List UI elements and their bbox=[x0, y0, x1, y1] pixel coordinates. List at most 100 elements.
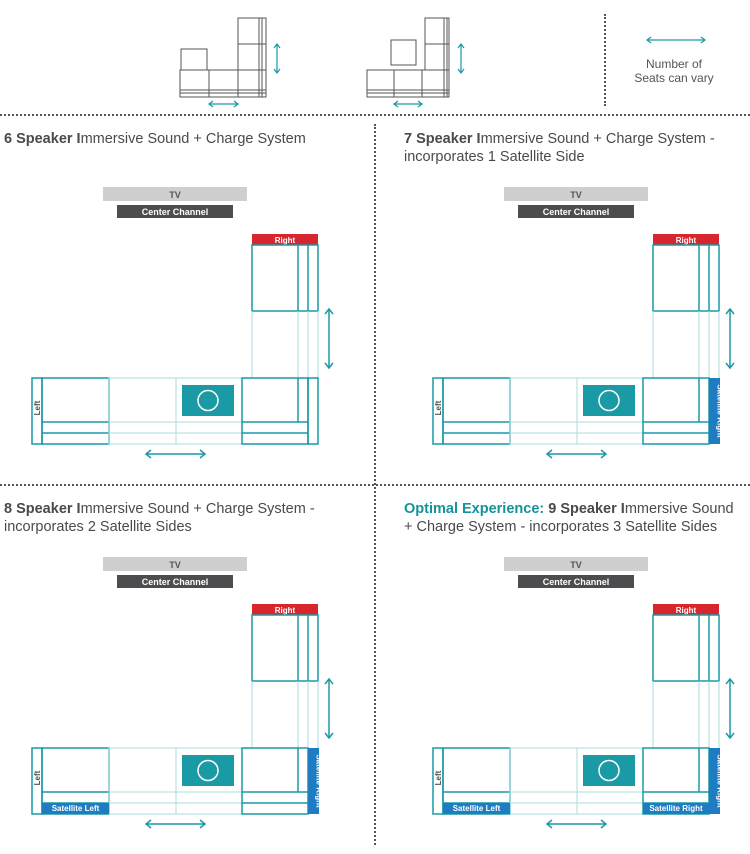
title-rest: mmersive Sound + Charge System - incorpo… bbox=[404, 501, 734, 535]
arrow-head bbox=[144, 819, 152, 829]
panel-title: 6 Speaker Immersive Sound + Charge Syste… bbox=[4, 130, 364, 148]
right-chaise-seat bbox=[652, 244, 720, 312]
divider-vertical bbox=[374, 124, 376, 845]
title-prefix: Optimal Experience: bbox=[404, 501, 545, 517]
satellite-right-bottom-label: Satellite Right bbox=[649, 804, 703, 813]
arrow-head bbox=[725, 732, 735, 740]
center-channel-speaker bbox=[117, 575, 233, 588]
title-bold: 6 Speaker I bbox=[4, 131, 81, 147]
seat-arrow-horizontal bbox=[545, 819, 608, 829]
tv-bar bbox=[103, 557, 247, 571]
right-speaker-label: Right bbox=[275, 606, 296, 615]
legend-caption-line2: Seats can vary bbox=[634, 71, 714, 85]
center-channel-speaker bbox=[518, 205, 634, 218]
title-bold: 8 Speaker I bbox=[4, 501, 81, 517]
panel-6-speaker: 6 Speaker Immersive Sound + Charge Syste… bbox=[0, 116, 375, 484]
tv-label: TV bbox=[169, 560, 181, 570]
satellite-left-speaker bbox=[42, 803, 109, 814]
legend-caption: Number of Seats can vary bbox=[620, 57, 728, 85]
arrow-head bbox=[725, 362, 735, 370]
satellite-right-label: Satellite Right bbox=[716, 754, 725, 808]
tv-label: TV bbox=[169, 190, 181, 200]
title-bold: 9 Speaker I bbox=[544, 501, 625, 517]
subwoofer-circle bbox=[598, 759, 620, 782]
arrow-head bbox=[324, 732, 334, 740]
panel-title: 7 Speaker Immersive Sound + Charge Syste… bbox=[404, 130, 744, 166]
right-speaker bbox=[653, 604, 719, 615]
center-channel-speaker bbox=[518, 575, 634, 588]
panel-title: Optimal Experience: 9 Speaker Immersive … bbox=[404, 500, 744, 536]
center-channel-label: Center Channel bbox=[142, 207, 209, 217]
seat-arrow-v-2 bbox=[457, 43, 465, 74]
subwoofer bbox=[182, 385, 234, 416]
subwoofer bbox=[583, 755, 635, 786]
satellite-left-speaker bbox=[443, 803, 510, 814]
right-speaker-label: Right bbox=[275, 236, 296, 245]
arrow-head bbox=[545, 819, 553, 829]
seat-arrow-horizontal bbox=[144, 449, 207, 459]
left-seat bbox=[442, 377, 511, 445]
title-bold: 7 Speaker I bbox=[404, 131, 481, 147]
arrow-head bbox=[324, 677, 334, 685]
right-chaise-seat bbox=[652, 614, 720, 682]
right-speaker-label: Right bbox=[676, 236, 697, 245]
seat-arrow-vertical bbox=[725, 677, 735, 740]
arrow-head bbox=[600, 449, 608, 459]
right-speaker bbox=[252, 234, 318, 245]
panel-9-speaker: Optimal Experience: 9 Speaker Immersive … bbox=[375, 486, 750, 854]
tv-bar bbox=[504, 187, 648, 201]
left-speaker-label: Left bbox=[434, 770, 443, 785]
tv-label: TV bbox=[570, 190, 582, 200]
satellite-right-label: Satellite Right bbox=[716, 384, 725, 438]
right-chaise-seat bbox=[251, 244, 319, 312]
arrow-head bbox=[545, 449, 553, 459]
legend-arrow bbox=[646, 36, 706, 44]
subwoofer bbox=[583, 385, 635, 416]
right-speaker-label: Right bbox=[676, 606, 697, 615]
center-channel-label: Center Channel bbox=[543, 207, 610, 217]
right-speaker bbox=[252, 604, 318, 615]
right-chaise-seat bbox=[251, 614, 319, 682]
divider-top bbox=[0, 114, 750, 116]
center-channel-label: Center Channel bbox=[543, 577, 610, 587]
seat-arrow-vertical bbox=[725, 307, 735, 370]
panel-8-speaker: 8 Speaker Immersive Sound + Charge Syste… bbox=[0, 486, 375, 854]
satellite-right-speaker bbox=[308, 748, 319, 814]
seat-arrow-horizontal bbox=[144, 819, 207, 829]
panel-7-speaker: 7 Speaker Immersive Sound + Charge Syste… bbox=[375, 116, 750, 484]
sectional-sketch-1 bbox=[179, 17, 267, 98]
panel-title: 8 Speaker Immersive Sound + Charge Syste… bbox=[4, 500, 364, 536]
title-rest: mmersive Sound + Charge System - incorpo… bbox=[404, 131, 715, 165]
subwoofer bbox=[182, 755, 234, 786]
seat-arrow-h-1 bbox=[208, 100, 239, 108]
legend-caption-line1: Number of bbox=[645, 57, 703, 71]
left-speaker-label: Left bbox=[33, 400, 42, 415]
sectional-sketch-2 bbox=[366, 17, 450, 98]
title-rest: mmersive Sound + Charge System bbox=[80, 131, 306, 147]
center-channel-label: Center Channel bbox=[142, 577, 209, 587]
satellite-right-label: Satellite Right bbox=[315, 754, 324, 808]
reference-sketches bbox=[179, 17, 706, 108]
arrow-head bbox=[324, 307, 334, 315]
subwoofer-circle bbox=[197, 759, 219, 782]
tv-label: TV bbox=[570, 560, 582, 570]
title-rest: mmersive Sound + Charge System - incorpo… bbox=[4, 501, 315, 535]
satellite-right-speaker bbox=[709, 378, 720, 444]
seat-arrow-vertical bbox=[324, 677, 334, 740]
seat-arrow-vertical bbox=[324, 307, 334, 370]
arrow-head bbox=[199, 449, 207, 459]
left-speaker-label: Left bbox=[33, 770, 42, 785]
arrow-head bbox=[600, 819, 608, 829]
center-channel-speaker bbox=[117, 205, 233, 218]
legend-divider bbox=[604, 14, 606, 106]
satellite-right-bottom-speaker bbox=[643, 803, 709, 814]
satellite-left-label: Satellite Left bbox=[52, 804, 100, 813]
arrow-head bbox=[725, 307, 735, 315]
satellite-left-label: Satellite Left bbox=[453, 804, 501, 813]
left-seat bbox=[41, 377, 110, 445]
arrow-head bbox=[144, 449, 152, 459]
